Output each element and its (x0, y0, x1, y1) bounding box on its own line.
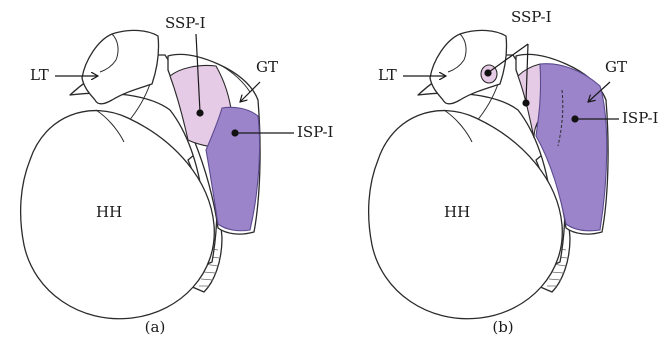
panel-b-caption: (b) (492, 318, 513, 336)
panel-a-label-ssp: SSP-I (165, 14, 206, 32)
panel-a-label-lt: LT (30, 66, 49, 84)
panel-b-label-isp: ISP-I (622, 109, 659, 127)
panel-b-label-hh: HH (444, 203, 470, 221)
panel-b-label-lt: LT (378, 66, 397, 84)
panel-a-caption: (a) (145, 318, 166, 336)
panel-b-dot-ssp-2 (522, 99, 529, 106)
panel-a-label-hh: HH (96, 203, 122, 221)
panel-a: LT SSP-I GT ISP-I HH (a) (21, 14, 334, 336)
panel-a-label-isp: ISP-I (297, 123, 334, 141)
panel-b-dot-isp (571, 115, 578, 122)
panel-b-label-gt: GT (605, 58, 627, 76)
panel-a-dot-isp (231, 129, 238, 136)
panel-b: LT SSP-I GT ISP-I HH (b) (369, 8, 659, 336)
panel-a-label-gt: GT (256, 58, 278, 76)
panel-a-dot-ssp (196, 109, 203, 116)
panel-b-dot-ssp-1 (484, 69, 491, 76)
panel-b-label-ssp: SSP-I (511, 8, 552, 26)
